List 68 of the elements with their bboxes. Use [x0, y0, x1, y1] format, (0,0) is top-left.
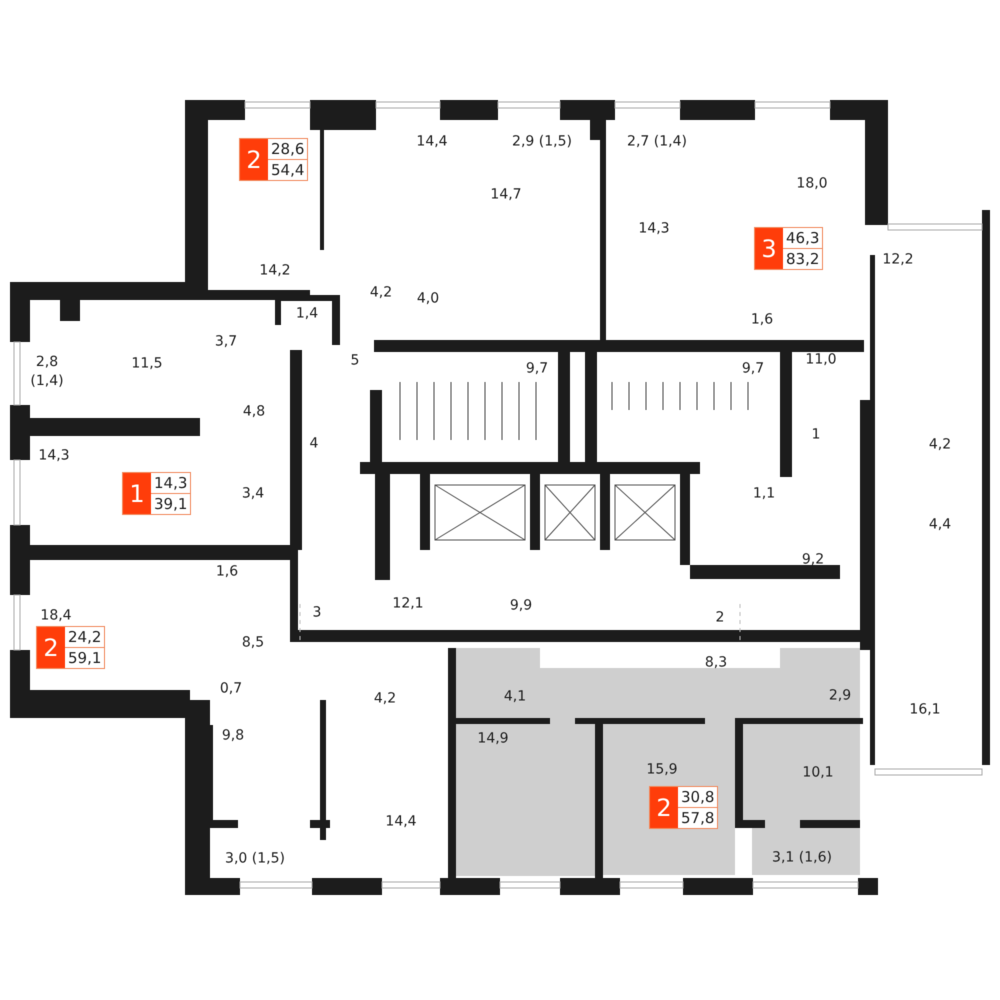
total-area: 83,2 [783, 248, 822, 269]
living-area: 14,3 [151, 473, 190, 493]
room-area-label: 2,8 (1,4) [29, 353, 65, 391]
room-area-label: 12,2 [882, 250, 914, 270]
apartment-badge [122, 472, 192, 515]
room-area-label: 4,8 [242, 402, 266, 422]
room-area-label: 5 [350, 352, 360, 370]
room-area-label: 10,1 [802, 764, 834, 782]
room-count: 2 [37, 627, 65, 668]
living-area: 46,3 [783, 228, 822, 248]
room-area-label: 3,0 (1,5) [225, 850, 285, 868]
room-area-label: 9,8 [222, 726, 244, 746]
room-area-label: 4,0 [416, 290, 440, 308]
room-area-label: 14,4 [385, 812, 417, 832]
room-area-label: 1,6 [750, 310, 774, 330]
apartment-badge [649, 786, 718, 829]
room-area-label: 1,1 [752, 484, 776, 504]
living-area: 28,6 [268, 139, 308, 159]
total-area: 54,4 [268, 159, 308, 180]
room-area-label: 11,0 [805, 350, 837, 370]
room-area-label: 2 [716, 608, 724, 628]
room-area-label: 4,4 [928, 516, 952, 534]
room-area-label: 1,4 [296, 304, 318, 324]
living-area: 30,8 [678, 787, 718, 807]
room-area-label: 14,3 [38, 446, 70, 466]
room-count: 2 [240, 139, 268, 180]
room-area-label: 14,2 [259, 262, 291, 280]
room-area-label: 2,9 (1,5) [512, 132, 572, 152]
room-area-label: 3,1 (1,6) [772, 848, 832, 868]
living-area: 24,2 [65, 627, 104, 647]
room-area-label: 4,2 [374, 690, 396, 708]
room-area-label: 18,4 [40, 606, 72, 626]
room-area-label: 12,1 [392, 594, 424, 614]
apartment-badge [36, 626, 106, 669]
room-area-label: 9,7 [742, 360, 764, 378]
room-area-label: 4 [310, 434, 318, 454]
room-area-label: 18,0 [796, 174, 828, 194]
room-area-label: 14,7 [490, 186, 522, 204]
room-area-label: 14,9 [477, 730, 509, 748]
room-area-label: 8,3 [704, 654, 728, 672]
room-area-label: 4,2 [928, 436, 952, 454]
total-area: 39,1 [151, 493, 190, 514]
room-area-label: 3,4 [242, 484, 264, 504]
total-area: 59,1 [65, 647, 104, 668]
apartment-badge [754, 227, 824, 270]
room-count: 2 [650, 787, 678, 828]
room-area-label: 3,7 [214, 332, 238, 352]
room-area-label: 9,9 [510, 596, 532, 616]
room-area-label: 11,5 [131, 354, 163, 374]
room-area-label: 1 [812, 426, 820, 444]
room-area-label: 4,1 [504, 688, 526, 706]
room-area-label: 4,2 [370, 284, 392, 302]
room-area-label: 14,3 [638, 220, 670, 238]
room-area-label: 15,9 [646, 760, 678, 780]
room-area-label: 8,5 [242, 634, 264, 652]
room-area-label: 3 [312, 604, 322, 622]
room-area-label: 9,7 [526, 360, 548, 378]
room-area-label: 2,9 [828, 686, 852, 706]
total-area: 57,8 [678, 807, 718, 828]
room-area-label: 1,6 [216, 562, 238, 582]
apartment-badge [239, 138, 308, 181]
room-area-label: 9,2 [802, 550, 824, 570]
room-count: 1 [123, 473, 151, 514]
room-area-label: 0,7 [220, 680, 242, 698]
room-area-label: 16,1 [909, 700, 941, 720]
room-count: 3 [755, 228, 783, 269]
room-area-label: 14,4 [416, 132, 448, 152]
room-area-label: 2,7 (1,4) [627, 132, 687, 152]
